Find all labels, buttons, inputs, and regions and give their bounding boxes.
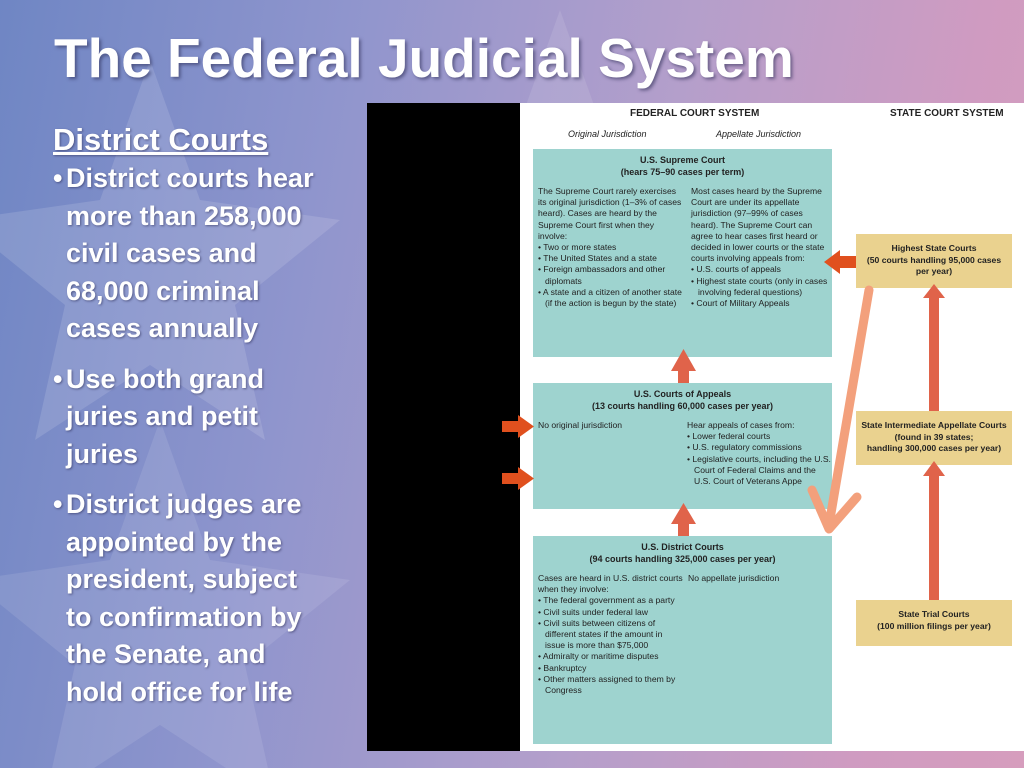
- list-item: • Highest state courts (only in cases in…: [691, 275, 828, 297]
- courts-of-appeals-box: U.S. Courts of Appeals (13 courts handli…: [533, 383, 832, 509]
- list-item: • Court of Military Appeals: [691, 298, 790, 309]
- list-item: • The federal government as a party: [538, 595, 675, 606]
- appeals-original-text: No original jurisdiction: [538, 420, 623, 430]
- bullet-item: • District courts hear more than 258,000…: [53, 160, 373, 348]
- district-appellate-column: No appellate jurisdiction: [688, 573, 828, 584]
- list-item: • Bankruptcy: [538, 662, 587, 673]
- court-system-diagram: FEDERAL COURT SYSTEM STATE COURT SYSTEM …: [520, 103, 1024, 751]
- appeals-appellate-column: Hear appeals of cases from: • Lower fede…: [687, 420, 831, 487]
- highest-state-courts-title: Highest State Courts: [891, 243, 977, 253]
- highest-state-courts-box: Highest State Courts (50 courts handling…: [856, 234, 1012, 288]
- list-item: • Other matters assigned to them by Cong…: [538, 673, 676, 696]
- list-item: • Civil suits under federal law: [538, 606, 649, 617]
- state-trial-courts-box: State Trial Courts (100 million filings …: [856, 600, 1012, 646]
- list-item: • Two or more states: [538, 242, 617, 253]
- district-courts-title: U.S. District Courts: [641, 542, 724, 552]
- bullet-marker: •: [53, 163, 63, 193]
- text-panel: District Courts • District courts hear m…: [53, 122, 373, 724]
- state-intermediate-courts-title: State Intermediate Appellate Courts: [861, 420, 1007, 430]
- state-court-system-header: STATE COURT SYSTEM: [890, 108, 1004, 119]
- slide-title: The Federal Judicial System: [54, 27, 794, 89]
- bullet-marker: •: [53, 489, 63, 519]
- list-item: • U.S. courts of appeals: [691, 264, 781, 275]
- district-courts-box: U.S. District Courts (94 courts handling…: [533, 536, 832, 744]
- supreme-court-title: U.S. Supreme Court: [639, 155, 725, 165]
- state-trial-courts-title: State Trial Courts: [898, 609, 970, 619]
- supreme-original-intro: The Supreme Court rarely exercises its o…: [538, 186, 682, 241]
- highest-state-courts-subtitle: (50 courts handling 95,000 cases per yea…: [866, 255, 1002, 276]
- list-item: • Legislative courts, including the U.S.…: [687, 453, 831, 487]
- supreme-original-column: The Supreme Court rarely exercises its o…: [538, 186, 683, 309]
- slide-subtitle: District Courts: [53, 122, 269, 157]
- list-item: • Foreign ambassadors and other diplomat…: [538, 264, 666, 286]
- list-item: • A state and a citizen of another state…: [538, 286, 682, 309]
- list-item: • Lower federal courts: [687, 431, 771, 442]
- bullet-text: District judges are appointed by the pre…: [66, 489, 302, 707]
- bullet-item: • District judges are appointed by the p…: [53, 486, 373, 711]
- state-intermediate-courts-subtitle: (found in 39 states; handling 300,000 ca…: [866, 432, 1002, 453]
- appeals-original-column: No original jurisdiction: [538, 420, 683, 431]
- list-item: • U.S. regulatory commissions: [687, 442, 802, 453]
- courts-of-appeals-title: U.S. Courts of Appeals: [633, 389, 732, 399]
- supreme-appellate-intro: Most cases heard by the Supreme Court ar…: [691, 186, 825, 264]
- supreme-appellate-column: Most cases heard by the Supreme Court ar…: [691, 186, 829, 309]
- federal-court-system-header: FEDERAL COURT SYSTEM: [630, 108, 760, 119]
- list-item: • Civil suits between citizens of differ…: [538, 617, 663, 651]
- list-item: • The United States and a state: [538, 253, 657, 264]
- black-panel: [367, 103, 520, 751]
- appellate-jurisdiction-header: Appellate Jurisdiction: [716, 129, 802, 139]
- bullet-text: Use both grand juries and petit juries: [66, 363, 265, 469]
- appeals-appellate-intro: Hear appeals of cases from:: [687, 420, 795, 430]
- district-appellate-text: No appellate jurisdiction: [688, 573, 780, 583]
- district-original-intro: Cases are heard in U.S. district courts …: [538, 573, 683, 595]
- original-jurisdiction-header: Original Jurisdiction: [568, 129, 647, 139]
- bullet-item: • Use both grand juries and petit juries: [53, 361, 373, 474]
- courts-of-appeals-subtitle: (13 courts handling 60,000 cases per yea…: [591, 401, 774, 411]
- district-original-column: Cases are heard in U.S. district courts …: [538, 573, 683, 696]
- supreme-court-box: U.S. Supreme Court (hears 75–90 cases pe…: [533, 149, 832, 357]
- state-trial-courts-subtitle: (100 million filings per year): [877, 621, 991, 631]
- list-item: • Admiralty or maritime disputes: [538, 651, 659, 662]
- state-intermediate-courts-box: State Intermediate Appellate Courts (fou…: [856, 411, 1012, 465]
- bullet-marker: •: [53, 363, 63, 394]
- district-courts-subtitle: (94 courts handling 325,000 cases per ye…: [589, 554, 776, 564]
- supreme-court-subtitle: (hears 75–90 cases per term): [620, 167, 745, 177]
- bullet-text: District courts hear more than 258,000 c…: [66, 163, 314, 343]
